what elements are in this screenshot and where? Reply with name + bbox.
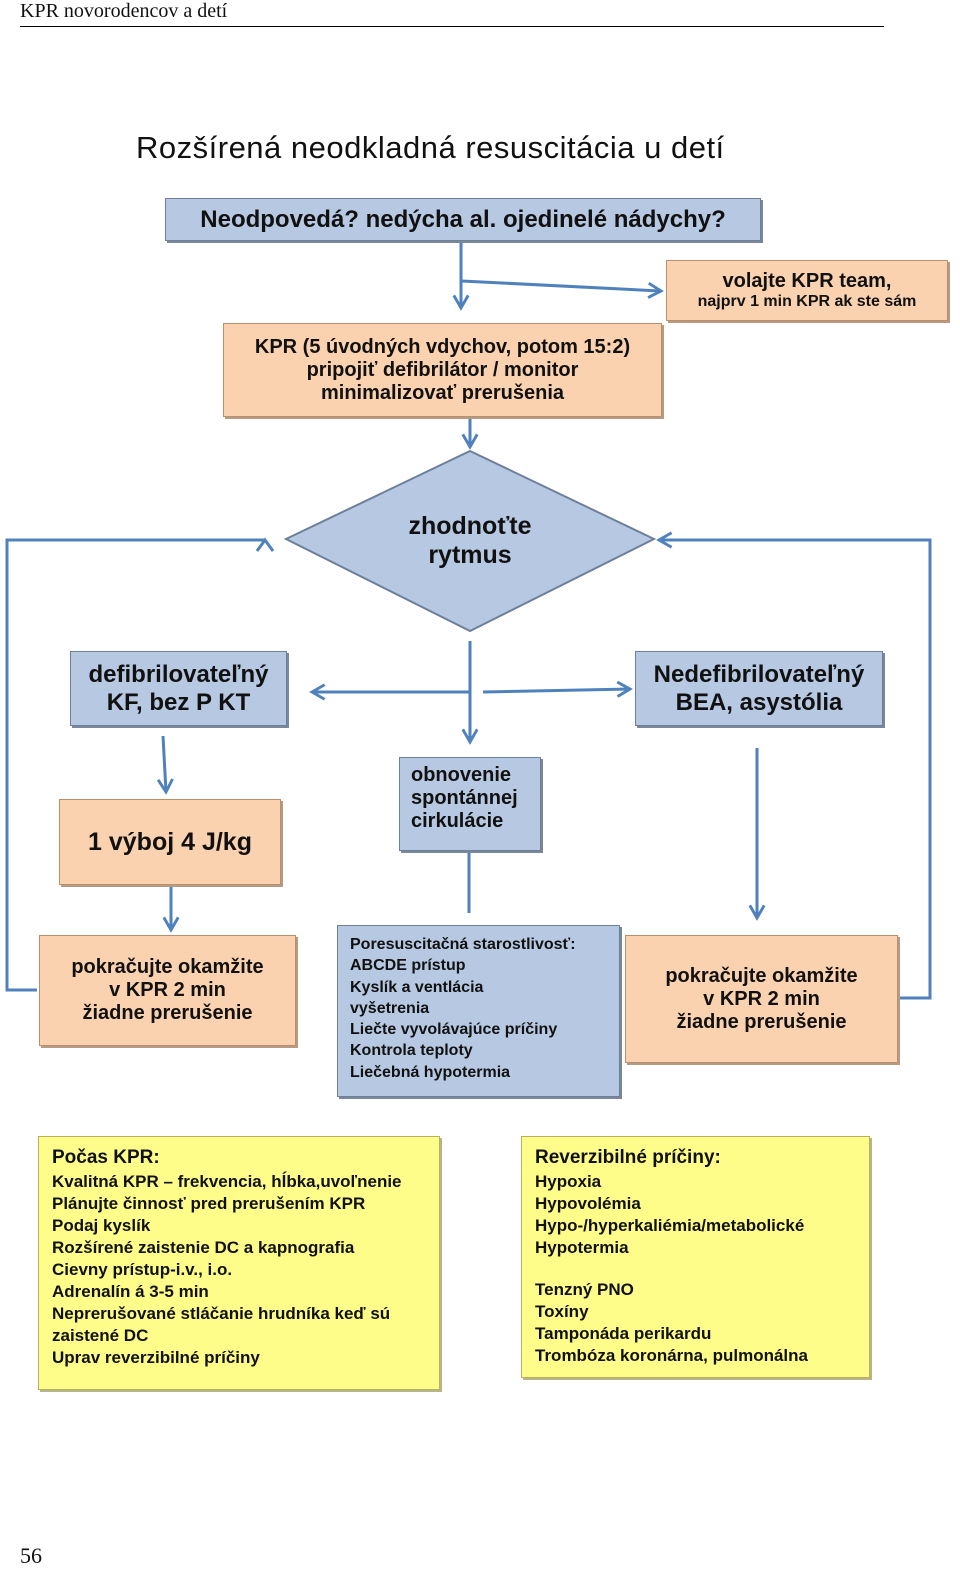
arrow-to-nonshockable bbox=[482, 680, 633, 698]
loop-right bbox=[656, 531, 932, 1000]
shock-box: 1 výboj 4 J/kg bbox=[59, 799, 281, 885]
continue-cpr-right-box: pokračujte okamžite v KPR 2 min žiadne p… bbox=[625, 935, 898, 1063]
call-team-box: volajte KPR team, najprv 1 min KPR ak st… bbox=[666, 260, 948, 321]
non-shockable-box: Nedefibrilovateľný BEA, asystólia bbox=[635, 651, 883, 726]
diagram-title: Rozšírená neodkladná resuscitácia u detí bbox=[136, 130, 725, 165]
arrow-start-to-team bbox=[461, 279, 664, 299]
arrow-shockable-to-shock bbox=[156, 735, 174, 795]
header-rule bbox=[20, 26, 884, 27]
start-question-box: Neodpovedá? nedýcha al. ojedinelé nádych… bbox=[165, 198, 761, 241]
running-header: KPR novorodencov a detí bbox=[20, 0, 228, 22]
loop-left bbox=[5, 538, 265, 992]
during-cpr-box: Počas KPR: Kvalitná KPR – frekvencia, hĺ… bbox=[38, 1136, 440, 1390]
page-number: 56 bbox=[20, 1543, 42, 1568]
shockable-box: defibrilovateľný KF, bez P KT bbox=[70, 651, 287, 726]
loop-left-head bbox=[255, 537, 275, 552]
cpr-box: KPR (5 úvodných vdychov, potom 15:2) pri… bbox=[223, 323, 662, 417]
assess-rhythm-label: zhodnoťte rytmus bbox=[408, 512, 532, 569]
post-resuscitation-box: Poresuscitačná starostlivosť: ABCDE prís… bbox=[337, 925, 620, 1097]
assess-rhythm-diamond bbox=[284, 449, 656, 633]
continue-cpr-left-box: pokračujte okamžite v KPR 2 min žiadne p… bbox=[39, 935, 296, 1046]
rosc-box: obnovenie spontánnej cirkulácie bbox=[399, 757, 541, 851]
reversible-causes-box: Reverzibilné príčiny: Hypoxia Hypovolémi… bbox=[521, 1136, 870, 1378]
